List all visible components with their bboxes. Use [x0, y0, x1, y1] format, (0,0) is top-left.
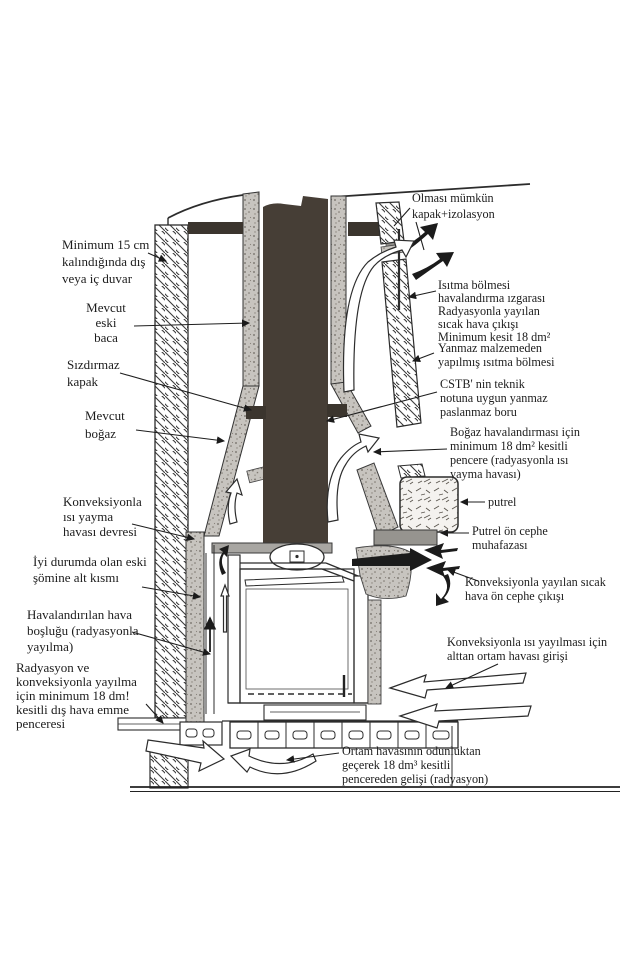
airflow-wall-window: [145, 739, 226, 773]
leader-ortam-giris: [445, 663, 499, 689]
leader-izgara: [407, 290, 437, 300]
leader-odunluk-pencere: [285, 752, 340, 763]
airflow-arrow-gap-up: [220, 583, 230, 633]
putrel-facade-guard: [373, 529, 438, 546]
leader-yanmaz-bolme: [411, 352, 435, 363]
floor-line: [130, 726, 620, 792]
leader-kapak-izolasyon-1: [393, 207, 411, 227]
masonry-column: [367, 599, 382, 705]
flue-pipe: [263, 196, 328, 545]
old-fireplace-lower: [185, 531, 205, 723]
leader-eski-baca: [133, 319, 251, 328]
airflow-arrow-front-out: [352, 548, 432, 571]
hollow-flow-arrows: [145, 239, 532, 775]
ash-drawer: [263, 704, 367, 721]
airflow-throat-window: [326, 433, 381, 523]
odunluk-bricks: [179, 720, 459, 749]
putrel-support: [356, 462, 399, 537]
throat-right-slope: [330, 381, 372, 434]
label-putrel: putrel: [488, 495, 517, 509]
leader-cstb: [325, 391, 438, 423]
leader-hava-boslugu: [131, 631, 212, 656]
convection-duct: [203, 545, 230, 714]
airflow-arrow-duct-hook: [219, 545, 229, 575]
firebox: [227, 554, 369, 721]
leader-bogaz-pencere: [372, 447, 448, 456]
deflector-plate: [244, 575, 345, 587]
leader-sizdirmaz-kapak: [119, 372, 253, 412]
leader-dis-pencere: [145, 703, 164, 724]
airflow-grille-curve: [342, 239, 415, 393]
leader-kapak-izolasyon-2: [415, 221, 425, 251]
airflow-under-hearth: [229, 748, 317, 775]
airflow-bottom-in-1: [388, 672, 527, 699]
leader-minimum-wall: [147, 252, 168, 262]
airflow-bottom-in-2: [398, 703, 532, 729]
leader-mevcut-bogaz: [135, 429, 226, 444]
old-chimney-walls: [185, 191, 372, 723]
airflow-arrow-top-out-2: [412, 252, 454, 280]
putrel-block: [399, 476, 459, 533]
seal-plate-right: [327, 404, 347, 417]
airflow-arrow-front-hook: [436, 574, 451, 606]
leader-konveksiyon-cikis: [446, 568, 479, 582]
leader-eski-somine: [141, 586, 202, 600]
seal-plate-left: [246, 406, 266, 419]
throat-left-slope: [203, 385, 260, 537]
airflow-arrow-front-left-2: [426, 561, 460, 577]
damper: [269, 543, 325, 571]
leader-lines: [119, 207, 499, 763]
airflow-arrow-front-left-1: [424, 543, 458, 559]
airflow-flue-side-up: [224, 477, 243, 525]
leader-konveksiyon-devresi: [131, 523, 196, 542]
